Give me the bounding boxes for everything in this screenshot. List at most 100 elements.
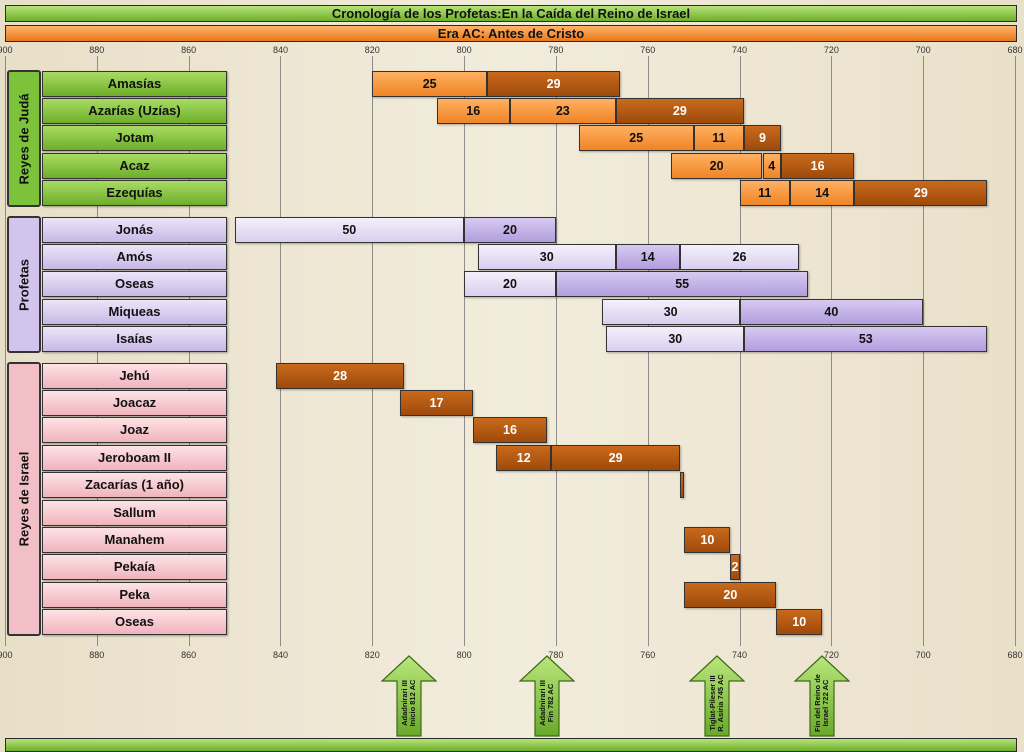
group-label: Profetas xyxy=(7,216,41,353)
row-label: Ezequías xyxy=(42,180,227,207)
grid-line xyxy=(555,56,557,646)
x-tick-label-bottom: 840 xyxy=(272,650,288,660)
x-tick-label-top: 880 xyxy=(89,45,105,55)
timeline-bar: 30 xyxy=(477,243,616,270)
row-label: Acaz xyxy=(42,152,227,179)
arrow-marker: Adadnirari III Fin 782 AC xyxy=(518,655,576,737)
timeline-bar: 29 xyxy=(551,444,680,471)
marker-text: Tiglat-Pileser III R. Asiria 745 AC xyxy=(707,673,725,732)
timeline-bar xyxy=(679,472,685,499)
row-label: Joacaz xyxy=(42,389,227,416)
arrow-marker: Fin del Reino de Israel 722 AC xyxy=(793,655,851,737)
row-label: Isaías xyxy=(42,326,227,353)
x-tick-label-bottom: 820 xyxy=(364,650,380,660)
timeline-bar: 14 xyxy=(790,180,855,207)
grid-line xyxy=(464,56,466,646)
arrow-marker: Tiglat-Pileser III R. Asiria 745 AC xyxy=(688,655,746,737)
timeline-bar: 16 xyxy=(780,152,855,179)
x-tick-label-top: 740 xyxy=(732,45,748,55)
timeline-bar: 30 xyxy=(606,326,745,353)
timeline-bar: 2 xyxy=(730,554,740,581)
timeline-bar: 29 xyxy=(487,70,621,97)
timeline-bar: 28 xyxy=(275,362,405,389)
x-tick-label-top: 860 xyxy=(181,45,197,55)
timeline-bar: 25 xyxy=(578,125,694,152)
timeline-bar: 29 xyxy=(854,180,988,207)
timeline-bar: 10 xyxy=(776,609,823,636)
timeline-bar: 40 xyxy=(739,298,924,325)
timeline-bar: 20 xyxy=(684,581,777,608)
timeline-bar: 16 xyxy=(473,417,547,444)
x-tick-label-bottom: 880 xyxy=(89,650,105,660)
footer-bar xyxy=(5,738,1017,752)
row-label: Manahem xyxy=(42,526,227,553)
group-label: Reyes de Judá xyxy=(7,70,41,207)
timeline-bar: 4 xyxy=(762,152,781,179)
row-label: Amasías xyxy=(42,70,227,97)
row-label: Amós xyxy=(42,243,227,270)
x-tick-label-top: 900 xyxy=(0,45,13,55)
row-label: Sallum xyxy=(42,499,227,526)
row-label: Miqueas xyxy=(42,298,227,325)
row-label: Joaz xyxy=(42,417,227,444)
timeline-bar: 20 xyxy=(464,271,556,298)
timeline-bar: 17 xyxy=(399,389,474,416)
timeline-bar: 12 xyxy=(496,444,552,471)
x-tick-label-bottom: 740 xyxy=(732,650,748,660)
marker-text: Adadnirari III Inicio 812 AC xyxy=(400,679,417,726)
grid-line xyxy=(1015,56,1016,646)
timeline-bar: 26 xyxy=(679,243,800,270)
x-tick-label-bottom: 900 xyxy=(0,650,13,660)
timeline-bar: 20 xyxy=(670,152,763,179)
group-label-text: Profetas xyxy=(16,258,32,311)
row-label: Jehú xyxy=(42,362,227,389)
timeline-bar: 30 xyxy=(601,298,740,325)
x-tick-label-bottom: 680 xyxy=(1007,650,1023,660)
timeline-bar: 29 xyxy=(615,97,745,124)
chart-title: Cronología de los Profetas:En la Caída d… xyxy=(5,5,1017,22)
row-label: Jeroboam II xyxy=(42,444,227,471)
row-label: Jotam xyxy=(42,125,227,152)
x-tick-label-top: 840 xyxy=(272,45,288,55)
timeline-bar: 11 xyxy=(693,125,745,152)
row-label: Oseas xyxy=(42,271,227,298)
timeline-bar: 14 xyxy=(615,243,680,270)
marker-text: Adadnirari III Fin 782 AC xyxy=(537,679,555,726)
x-tick-label-bottom: 760 xyxy=(640,650,656,660)
x-tick-label-bottom: 720 xyxy=(823,650,839,660)
x-tick-label-top: 820 xyxy=(364,45,380,55)
timeline-bar: 23 xyxy=(510,97,616,124)
x-tick-label-top: 800 xyxy=(456,45,472,55)
timeline-bar: 53 xyxy=(744,326,988,353)
timeline-bar: 25 xyxy=(372,70,488,97)
x-tick-label-bottom: 800 xyxy=(456,650,472,660)
chart-subtitle: Era AC: Antes de Cristo xyxy=(5,25,1017,42)
x-tick-label-top: 700 xyxy=(915,45,931,55)
x-tick-label-top: 680 xyxy=(1007,45,1023,55)
arrow-marker: Adadnirari III Inicio 812 AC xyxy=(380,655,438,737)
grid-line xyxy=(280,56,282,646)
timeline-bar: 16 xyxy=(436,97,510,124)
group-label-text: Reyes de Judá xyxy=(16,92,32,185)
row-label: Zacarías (1 año) xyxy=(42,472,227,499)
timeline-bar: 50 xyxy=(234,216,465,243)
x-tick-label-bottom: 860 xyxy=(181,650,197,660)
x-tick-label-bottom: 780 xyxy=(548,650,564,660)
timeline-bar: 10 xyxy=(684,526,731,553)
timeline-bar: 20 xyxy=(464,216,556,243)
row-label: Jonás xyxy=(42,216,227,243)
row-label: Oseas xyxy=(42,609,227,636)
group-label-text: Reyes de Israel xyxy=(16,451,32,547)
timeline-bar: 9 xyxy=(744,125,781,152)
x-tick-label-top: 720 xyxy=(823,45,839,55)
grid-line xyxy=(372,56,374,646)
x-tick-label-top: 760 xyxy=(640,45,656,55)
marker-text: Fin del Reino de Israel 722 AC xyxy=(813,673,831,732)
row-label: Pekaía xyxy=(42,554,227,581)
x-tick-label-top: 780 xyxy=(548,45,564,55)
x-tick-label-bottom: 700 xyxy=(915,650,931,660)
row-label: Azarías (Uzías) xyxy=(42,97,227,124)
timeline-bar: 11 xyxy=(739,180,791,207)
group-label: Reyes de Israel xyxy=(7,362,41,636)
